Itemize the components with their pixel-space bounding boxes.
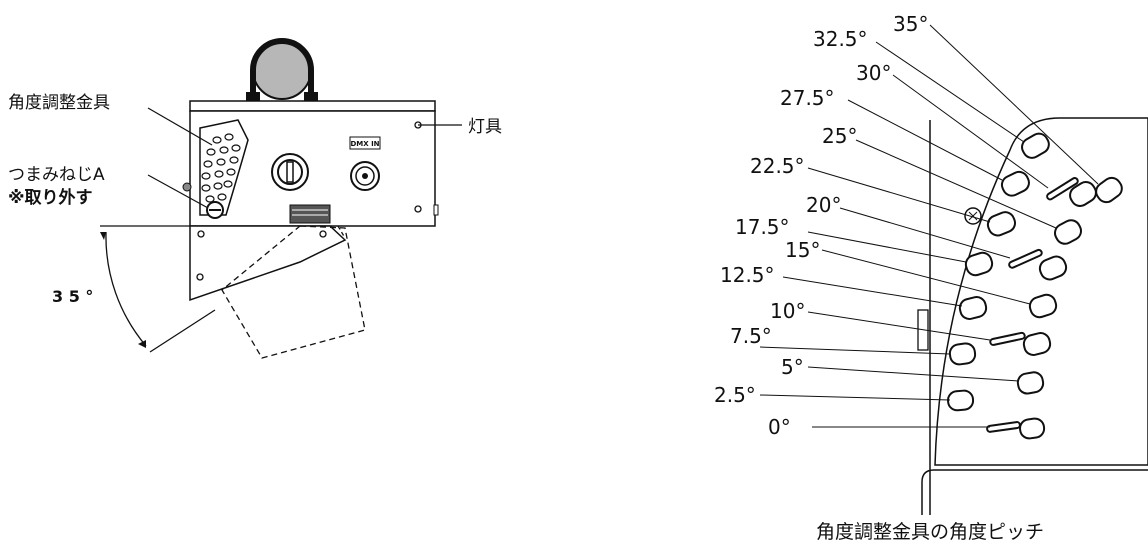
knob-label: つまみねじA bbox=[8, 165, 105, 185]
dmx-label-box bbox=[349, 136, 381, 150]
angle-slots bbox=[947, 132, 1123, 440]
angle-labels: 0° 2.5° 5° 7.5° 10° 12.5° 15° 17.5° 20° … bbox=[714, 12, 928, 439]
angle-label: 32.5° bbox=[813, 27, 868, 51]
angle-label: 20° bbox=[806, 193, 841, 217]
lamp-label: 灯具 bbox=[468, 117, 502, 137]
angle-label: 2.5° bbox=[714, 383, 756, 407]
angle-label: 30° bbox=[856, 61, 891, 85]
dmx-connector bbox=[350, 161, 380, 191]
fixture-drawing: DMX IN bbox=[100, 38, 462, 359]
angle-label: 27.5° bbox=[780, 86, 835, 110]
angle-dimension bbox=[100, 225, 216, 353]
bracket-label: 角度調整金具 bbox=[8, 93, 110, 113]
tilt-angle-label: 3 5 ° bbox=[52, 287, 93, 306]
angle-label: 10° bbox=[770, 299, 805, 323]
angle-label: 5° bbox=[781, 355, 804, 379]
bracket-plate-outline bbox=[934, 117, 1148, 466]
center-dial bbox=[271, 153, 309, 191]
angle-leaders bbox=[759, 24, 1099, 428]
angle-label: 22.5° bbox=[750, 154, 805, 178]
bracket-detail bbox=[917, 117, 1148, 515]
lower-body bbox=[189, 225, 347, 302]
dmx-label: DMX IN bbox=[350, 140, 379, 148]
angle-label: 12.5° bbox=[720, 263, 775, 287]
angle-label: 35° bbox=[893, 12, 928, 36]
angle-label: 7.5° bbox=[730, 324, 772, 348]
tilted-position-outline bbox=[221, 225, 366, 359]
angle-label: 0° bbox=[768, 415, 791, 439]
angle-label: 25° bbox=[822, 124, 857, 148]
angle-bracket-plate bbox=[199, 119, 249, 216]
bracket-holes bbox=[201, 133, 241, 203]
remove-label: ※取り外す bbox=[8, 187, 93, 208]
angle-label: 15° bbox=[785, 238, 820, 262]
angle-label: 17.5° bbox=[735, 215, 790, 239]
top-plate bbox=[189, 100, 436, 112]
detail-caption: 角度調整金具の角度ピッチ bbox=[816, 521, 1044, 543]
